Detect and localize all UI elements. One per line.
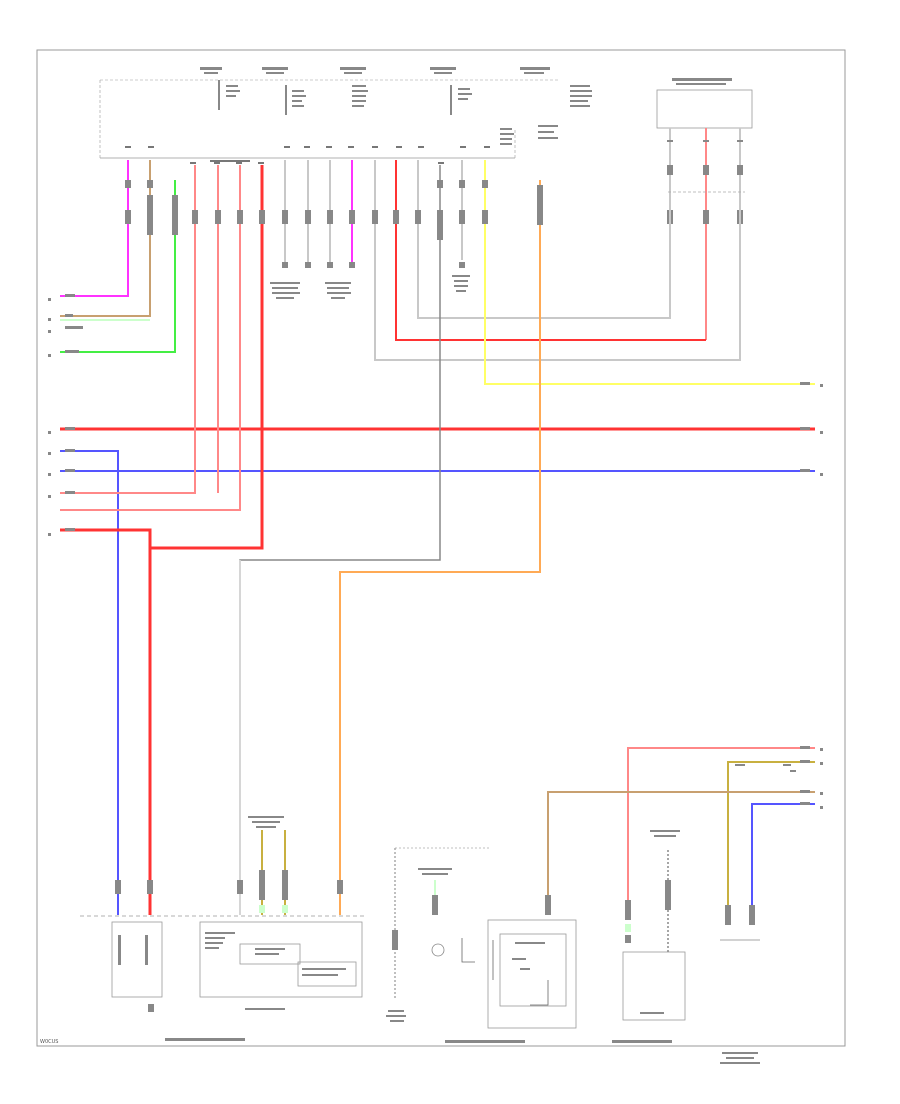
wire-red-down xyxy=(60,528,152,915)
page-frame xyxy=(36,49,846,1047)
wire-pink xyxy=(60,160,129,297)
wire-blue-br xyxy=(751,803,815,912)
light-relay xyxy=(445,895,577,1043)
wire-blue-down xyxy=(60,450,119,915)
wire-dark-yellow-br xyxy=(727,761,815,912)
ground-switch xyxy=(386,847,490,1022)
wire-gray-loop-1 xyxy=(374,160,741,361)
main-connector xyxy=(99,67,592,164)
connector-pins xyxy=(125,146,490,164)
wire-light-red-3 xyxy=(60,165,241,511)
meter-module xyxy=(80,816,365,1041)
inline-connectors xyxy=(125,180,543,240)
wire-red-right xyxy=(150,165,264,550)
wire-light-red-1 xyxy=(60,165,196,494)
wire-tan-br xyxy=(547,791,815,912)
wire-tan xyxy=(60,160,151,317)
wire-green xyxy=(60,180,176,353)
right-wire-tags xyxy=(800,382,823,476)
drl-unit xyxy=(612,830,686,1043)
wire-yellow xyxy=(484,160,815,385)
wire-orange xyxy=(339,180,541,915)
wire-gray-loop-2 xyxy=(417,160,671,319)
page-code: W0CUS xyxy=(40,1039,59,1045)
right-connector xyxy=(720,905,760,1064)
ground-label-1 xyxy=(452,210,470,292)
br-wire-tags xyxy=(735,746,823,809)
wire-light-red-br xyxy=(627,747,815,915)
wire-group-small xyxy=(270,160,355,299)
left-wire-tags xyxy=(48,294,83,536)
header-labels xyxy=(200,67,592,145)
light-sensor-box xyxy=(656,78,753,340)
